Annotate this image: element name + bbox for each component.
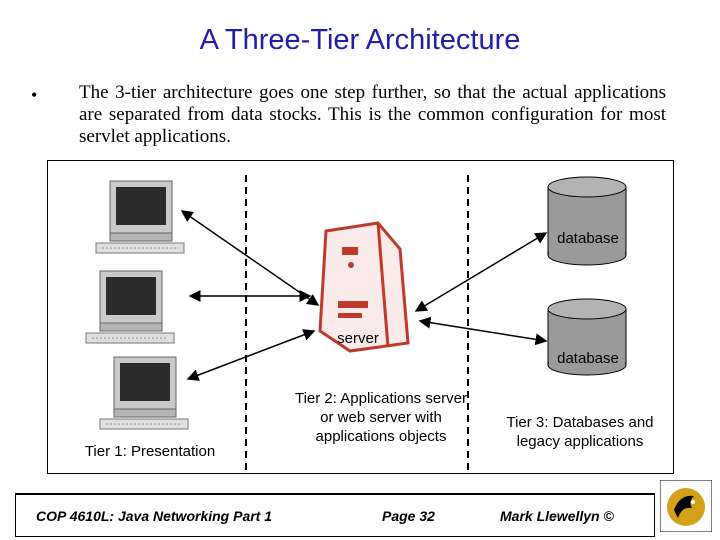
tier1-label: Tier 1: Presentation xyxy=(84,443,216,460)
client-computer-icon xyxy=(88,175,194,255)
connection-arrow xyxy=(180,210,320,306)
architecture-diagram: database server database Tier 1: Present… xyxy=(47,160,674,474)
connection-arrow xyxy=(414,232,548,312)
database-label: database xyxy=(557,230,619,247)
connection-arrow xyxy=(418,316,548,346)
server-label: server xyxy=(337,330,379,347)
slide-footer: COP 4610L: Java Networking Part 1 Page 3… xyxy=(0,491,720,540)
database-label: database xyxy=(557,350,619,367)
footer-author: Mark Llewellyn © xyxy=(500,508,614,524)
client-computer-icon xyxy=(92,351,198,431)
client-computer-icon xyxy=(78,265,184,345)
slide-title: A Three-Tier Architecture xyxy=(199,24,521,56)
connection-arrow xyxy=(186,329,316,381)
bullet-marker: • xyxy=(31,85,38,105)
body-paragraph: The 3-tier architecture goes one step fu… xyxy=(79,82,666,147)
footer-page: Page 32 xyxy=(382,508,435,524)
footer-bar xyxy=(15,493,655,537)
tier3-label: Tier 3: Databases and legacy application… xyxy=(506,414,654,450)
database-icon xyxy=(547,298,627,376)
tier2-label: Tier 2: Applications server or web serve… xyxy=(294,390,468,445)
database-icon xyxy=(547,176,627,266)
footer-course: COP 4610L: Java Networking Part 1 xyxy=(36,508,273,524)
server-icon xyxy=(318,221,410,353)
university-logo-icon xyxy=(660,480,712,532)
